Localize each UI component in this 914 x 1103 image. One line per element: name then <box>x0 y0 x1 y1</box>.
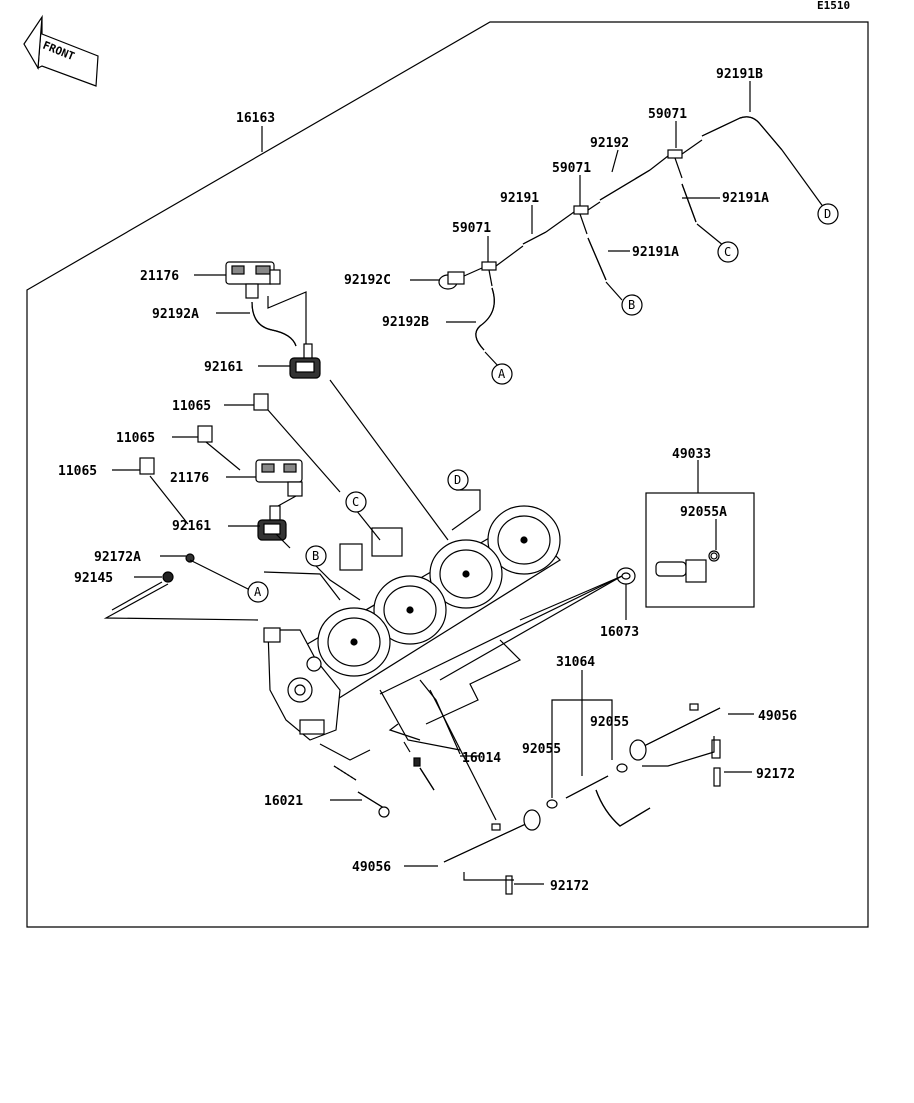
leader-lines <box>103 81 754 885</box>
label-49056-left: 49056 <box>352 860 391 875</box>
label-92192A: 92192A <box>152 307 199 322</box>
label-92191: 92191 <box>500 191 539 206</box>
label-92191A-mid: 92191A <box>632 245 679 260</box>
label-92055-right: 92055 <box>590 715 629 730</box>
label-49033: 49033 <box>672 447 711 462</box>
svg-text:D: D <box>454 473 461 487</box>
svg-text:D: D <box>824 207 831 221</box>
sensor-mid <box>255 459 303 541</box>
label-16073: 16073 <box>600 625 639 640</box>
page-code: E1510 <box>817 0 850 12</box>
part-labels: 16163 92191B 59071 92192 59071 92191A 92… <box>58 67 797 894</box>
label-49056-right: 49056 <box>758 709 797 724</box>
assembly-frame <box>26 21 869 928</box>
adjust-screw <box>333 765 390 818</box>
svg-text:A: A <box>498 367 506 381</box>
label-11065-b: 11065 <box>116 431 155 446</box>
ref-circle-a-body: A <box>247 581 269 603</box>
fuel-joint <box>546 763 651 827</box>
label-92191A-top: 92191A <box>722 191 769 206</box>
idle-screw <box>403 741 435 791</box>
fittings-11065 <box>139 393 269 475</box>
sensor-top <box>225 261 321 379</box>
front-arrow-icon: FRONT <box>23 14 99 87</box>
ref-circle-b-body: B <box>305 545 327 567</box>
ref-circle-d-body: D <box>447 469 469 491</box>
svg-text:A: A <box>254 585 262 599</box>
label-16014: 16014 <box>462 751 501 766</box>
label-92145: 92145 <box>74 571 113 586</box>
svg-text:C: C <box>352 495 359 509</box>
fuel-rail-right <box>629 703 721 787</box>
label-59071-top: 59071 <box>648 107 687 122</box>
injector <box>645 492 755 608</box>
svg-text:B: B <box>312 549 319 563</box>
fuel-rail-left <box>443 809 541 895</box>
svg-text:B: B <box>628 298 635 312</box>
label-92161-top: 92161 <box>204 360 243 375</box>
label-92161-mid: 92161 <box>172 519 211 534</box>
ref-circle-d-top: D <box>817 203 839 225</box>
hose-assembly <box>438 116 825 369</box>
label-21176-top: 21176 <box>140 269 179 284</box>
throttle-body <box>263 505 561 741</box>
label-21176-mid: 21176 <box>170 471 209 486</box>
label-92192: 92192 <box>590 136 629 151</box>
label-92172-left: 92172 <box>550 879 589 894</box>
label-92192B: 92192B <box>382 315 429 330</box>
svg-text:C: C <box>724 245 731 259</box>
ref-circle-c-top: C <box>717 241 739 263</box>
small-screws <box>162 553 195 583</box>
ref-circle-b-top: B <box>621 294 643 316</box>
label-92055-left: 92055 <box>522 742 561 757</box>
label-59071-mid: 59071 <box>552 161 591 176</box>
label-16163: 16163 <box>236 111 275 126</box>
label-16021: 16021 <box>264 794 303 809</box>
label-92172A: 92172A <box>94 550 141 565</box>
ref-circle-a-top: A <box>491 363 513 385</box>
label-11065-a: 11065 <box>172 399 211 414</box>
label-31064: 31064 <box>556 655 595 670</box>
label-92172-right: 92172 <box>756 767 795 782</box>
label-59071-left: 59071 <box>452 221 491 236</box>
label-11065-c: 11065 <box>58 464 97 479</box>
injector-seal <box>616 567 636 585</box>
ref-circle-c-body: C <box>345 491 367 513</box>
reference-markers: D C B A C D B A <box>247 203 839 603</box>
label-92055A: 92055A <box>680 505 727 520</box>
label-92191B: 92191B <box>716 67 763 82</box>
label-92192C: 92192C <box>344 273 391 288</box>
